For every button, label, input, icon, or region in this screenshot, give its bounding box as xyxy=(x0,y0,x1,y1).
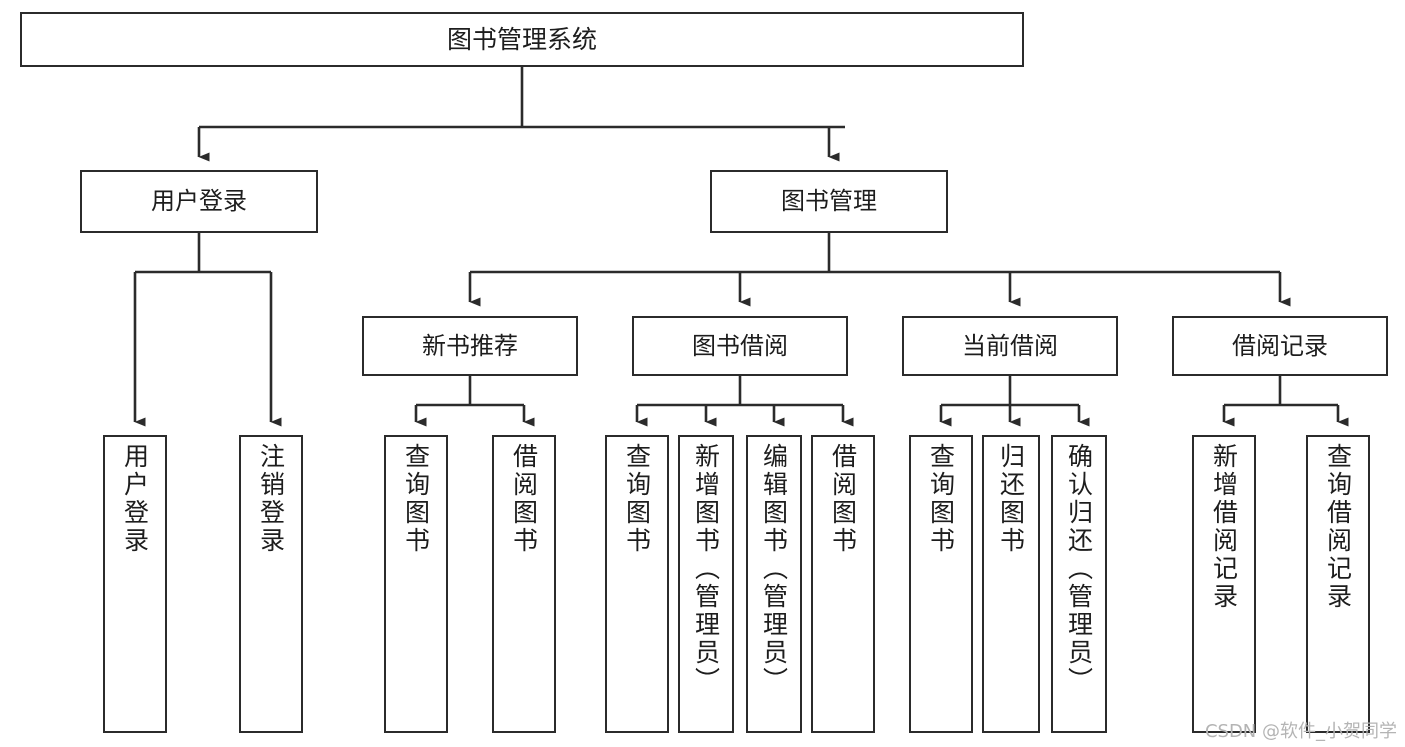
node-leaf-borrow-book-borrow-label: 借阅图书 xyxy=(828,443,858,555)
node-leaf-query-book-borrow[interactable]: 查询图书 xyxy=(605,435,669,733)
node-leaf-confirm-return-admin-label: 确认归还（管理员） xyxy=(1064,443,1094,695)
node-root-label: 图书管理系统 xyxy=(446,24,597,54)
node-book-management[interactable]: 图书管理 xyxy=(710,170,948,233)
node-leaf-edit-book-admin[interactable]: 编辑图书（管理员） xyxy=(746,435,802,733)
node-leaf-return-book-label: 归还图书 xyxy=(996,443,1026,555)
node-leaf-user-login[interactable]: 用户登录 xyxy=(103,435,167,733)
node-leaf-query-book-current[interactable]: 查询图书 xyxy=(909,435,973,733)
node-leaf-add-book-admin-label: 新增图书（管理员） xyxy=(691,443,721,695)
node-current-borrow-label: 当前借阅 xyxy=(962,331,1058,360)
node-user-login[interactable]: 用户登录 xyxy=(80,170,318,233)
node-leaf-logout-label: 注销登录 xyxy=(256,443,286,555)
node-leaf-borrow-book-recommend[interactable]: 借阅图书 xyxy=(492,435,556,733)
node-new-book-recommend[interactable]: 新书推荐 xyxy=(362,316,578,376)
node-leaf-query-book-current-label: 查询图书 xyxy=(926,443,956,555)
node-leaf-user-login-label: 用户登录 xyxy=(120,443,150,555)
node-leaf-query-book-borrow-label: 查询图书 xyxy=(622,443,652,555)
node-leaf-add-borrow-record-label: 新增借阅记录 xyxy=(1209,443,1239,611)
node-borrow-record-label: 借阅记录 xyxy=(1232,331,1328,360)
node-leaf-query-book-recommend[interactable]: 查询图书 xyxy=(384,435,448,733)
node-leaf-add-book-admin[interactable]: 新增图书（管理员） xyxy=(678,435,734,733)
node-leaf-borrow-book-borrow[interactable]: 借阅图书 xyxy=(811,435,875,733)
node-book-borrow[interactable]: 图书借阅 xyxy=(632,316,848,376)
node-leaf-edit-book-admin-label: 编辑图书（管理员） xyxy=(759,443,789,695)
node-leaf-query-borrow-record-label: 查询借阅记录 xyxy=(1323,443,1353,611)
node-leaf-query-borrow-record[interactable]: 查询借阅记录 xyxy=(1306,435,1370,733)
node-new-book-recommend-label: 新书推荐 xyxy=(422,331,518,360)
csdn-watermark: CSDN @软件_小贺同学 xyxy=(1204,721,1397,742)
node-book-borrow-label: 图书借阅 xyxy=(692,331,788,360)
node-leaf-query-book-recommend-label: 查询图书 xyxy=(401,443,431,555)
node-leaf-add-borrow-record[interactable]: 新增借阅记录 xyxy=(1192,435,1256,733)
node-leaf-return-book[interactable]: 归还图书 xyxy=(982,435,1040,733)
node-borrow-record[interactable]: 借阅记录 xyxy=(1172,316,1388,376)
node-book-management-label: 图书管理 xyxy=(781,187,877,216)
node-user-login-label: 用户登录 xyxy=(151,187,247,216)
node-root-book-management-system[interactable]: 图书管理系统 xyxy=(20,12,1024,67)
node-current-borrow[interactable]: 当前借阅 xyxy=(902,316,1118,376)
node-leaf-logout[interactable]: 注销登录 xyxy=(239,435,303,733)
node-leaf-confirm-return-admin[interactable]: 确认归还（管理员） xyxy=(1051,435,1107,733)
node-leaf-borrow-book-recommend-label: 借阅图书 xyxy=(509,443,539,555)
